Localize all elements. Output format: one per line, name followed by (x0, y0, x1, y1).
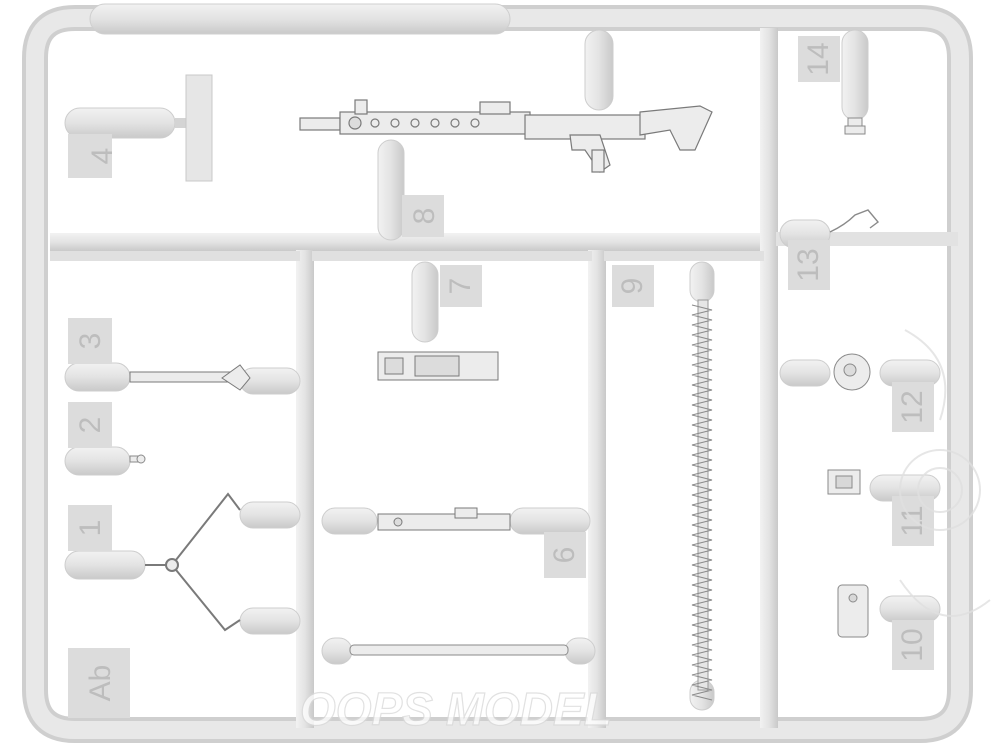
part-8-machine-gun (299, 99, 713, 173)
label-sprue-ab: Ab (84, 665, 117, 702)
label-10: 10 (896, 628, 929, 661)
part-5-rod (349, 644, 569, 656)
part-6 (377, 507, 511, 531)
label-8: 8 (408, 208, 441, 225)
part-7 (377, 351, 499, 381)
sprue-gates (64, 107, 941, 665)
part-1-bipod (145, 492, 241, 632)
part-10 (837, 584, 869, 638)
sprue-frame (22, 3, 973, 743)
part-13 (829, 209, 880, 233)
part-labels: 4 3 2 1 Ab 8 7 9 6 14 13 12 11 10 (68, 36, 934, 718)
label-12: 12 (896, 390, 929, 423)
part-12 (833, 353, 871, 391)
sprue-vertical-gates (377, 29, 869, 711)
label-13: 13 (792, 248, 825, 281)
part-4 (175, 74, 213, 182)
part-2 (129, 454, 146, 464)
label-6: 6 (548, 547, 581, 564)
label-2: 2 (74, 417, 107, 434)
label-9: 9 (616, 278, 649, 295)
label-7: 7 (444, 278, 477, 295)
watermark-logo (899, 329, 991, 617)
label-14: 14 (802, 42, 835, 75)
part-11 (827, 469, 861, 495)
part-3 (129, 364, 251, 391)
part-14 (844, 117, 866, 135)
label-3: 3 (74, 333, 107, 350)
label-4: 4 (86, 148, 119, 165)
watermark-text: OOPS MODEL (300, 683, 612, 735)
part-9-belt (691, 299, 713, 701)
label-11: 11 (896, 505, 929, 536)
label-1: 1 (74, 520, 107, 537)
